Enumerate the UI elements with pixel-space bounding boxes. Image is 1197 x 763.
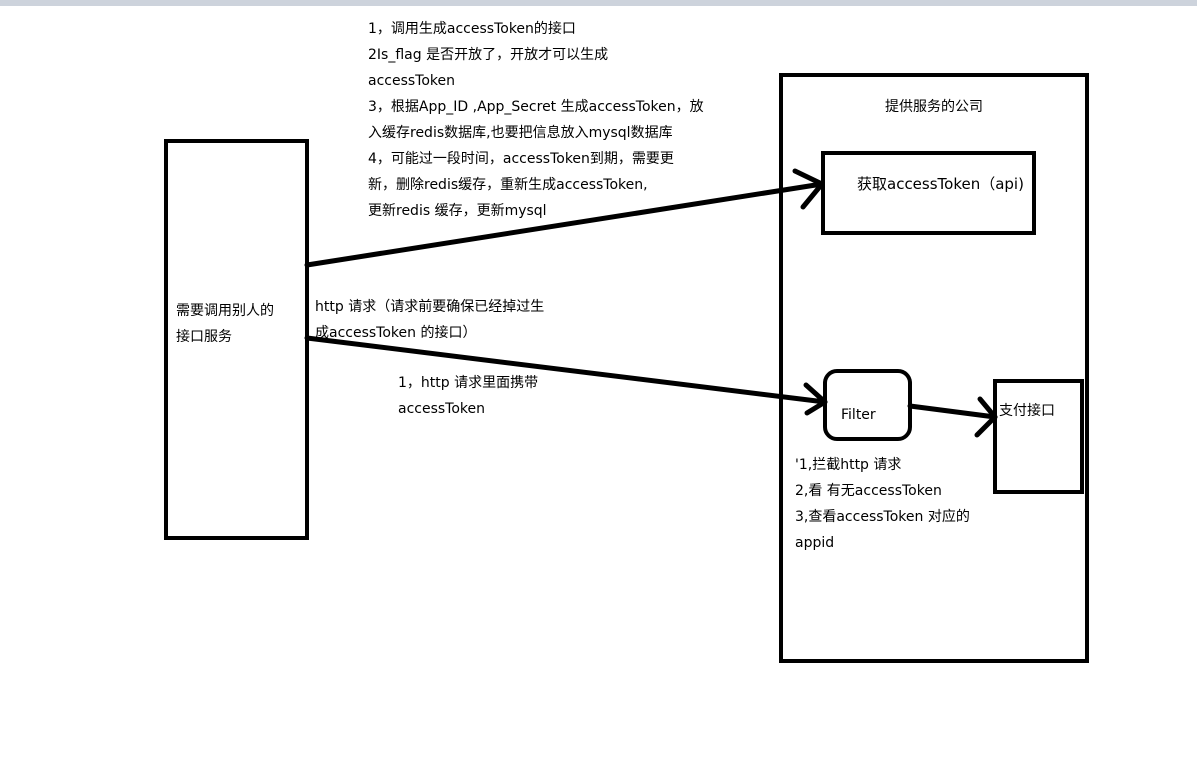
filter-note-line: 2,看 有无accessToken	[795, 483, 942, 499]
token-note-line: 2Is_flag 是否开放了，开放才可以生成	[368, 47, 609, 63]
token-note-line: 新，删除redis缓存，重新生成accessToken,	[368, 177, 648, 193]
http-carry-note: 1，http 请求里面携带 accessToken	[398, 370, 538, 422]
arrow-to-filter	[304, 335, 828, 416]
http-carry-note-line: 1，http 请求里面携带	[398, 375, 539, 391]
pay-label: 支付接口	[999, 403, 1055, 419]
token-note-line: 更新redis 缓存，更新mysql	[368, 203, 547, 219]
client-label-line: 需要调用别人的	[176, 303, 274, 319]
filter-note-line: '1,拦截http 请求	[795, 457, 902, 473]
filter-label: Filter	[841, 407, 876, 423]
provider-title: 提供服务的公司	[885, 99, 983, 115]
filter-notes: '1,拦截http 请求 2,看 有无accessToken 3,查看acces…	[795, 452, 970, 556]
http-request-note-line: http 请求（请求前要确保已经掉过生	[315, 299, 545, 315]
provider-box	[779, 73, 1089, 663]
token-api-box	[821, 151, 1036, 235]
token-note-line: 1，调用生成accessToken的接口	[368, 21, 576, 37]
arrow-to-pay	[907, 396, 998, 438]
filter-note-line: 3,查看accessToken 对应的	[795, 509, 970, 525]
window-top-strip	[0, 0, 1197, 6]
token-note-line: 入缓存redis数据库,也要把信息放入mysql数据库	[368, 125, 673, 141]
filter-note-line: appid	[795, 535, 835, 551]
http-request-note-line: 成accessToken 的接口）	[315, 325, 477, 341]
pay-box	[993, 379, 1084, 494]
arrow-to-token-api	[304, 168, 825, 268]
token-notes: 1，调用生成accessToken的接口 2Is_flag 是否开放了，开放才可…	[368, 16, 704, 224]
http-request-note: http 请求（请求前要确保已经掉过生 成accessToken 的接口）	[315, 294, 544, 346]
token-note-line: accessToken	[368, 73, 456, 89]
token-note-line: 3，根据App_ID ,App_Secret 生成accessToken，放	[368, 99, 704, 115]
token-api-label: 获取accessToken（api)	[857, 175, 1024, 193]
client-label-line: 接口服务	[176, 329, 232, 345]
token-note-line: 4，可能过一段时间，accessToken到期，需要更	[368, 151, 674, 167]
client-label: 需要调用别人的 接口服务	[176, 298, 274, 350]
http-carry-note-line: accessToken	[398, 401, 486, 417]
